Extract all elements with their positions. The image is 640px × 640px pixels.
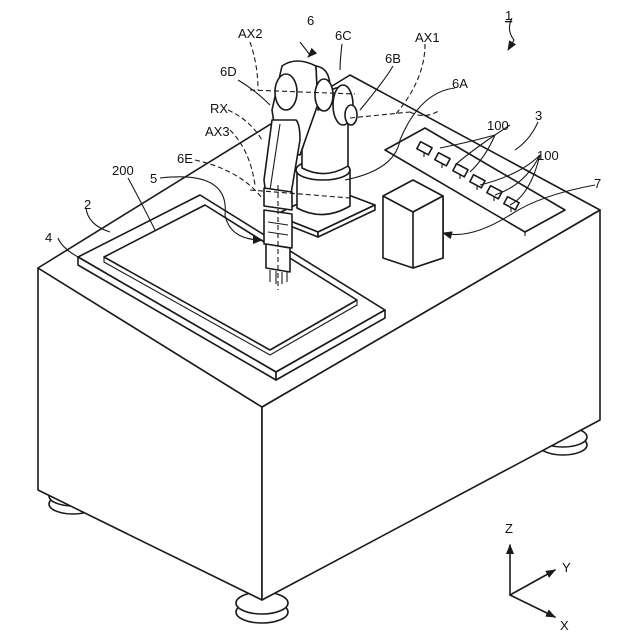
- label-7: 7: [594, 176, 601, 191]
- label-rx: RX: [210, 101, 228, 116]
- label-6d: 6D: [220, 64, 237, 79]
- label-100-a: 100: [487, 118, 509, 133]
- label-4: 4: [45, 230, 52, 245]
- label-5: 5: [150, 171, 157, 186]
- label-robot: 6: [307, 13, 314, 28]
- label-fig-number: 1: [505, 8, 512, 23]
- label-2: 2: [84, 197, 91, 212]
- label-200: 200: [112, 163, 134, 178]
- x-axis-label: X: [560, 618, 569, 633]
- x-axis-arrow: [510, 595, 555, 617]
- label-3: 3: [535, 108, 542, 123]
- label-ax3: AX3: [205, 124, 230, 139]
- y-axis-label: Y: [562, 560, 571, 575]
- label-6a: 6A: [452, 76, 468, 91]
- label-6c: 6C: [335, 28, 352, 43]
- label-100-b: 100: [537, 148, 559, 163]
- label-6b: 6B: [385, 51, 401, 66]
- y-axis-arrow: [510, 570, 555, 595]
- z-axis-label: Z: [505, 521, 513, 536]
- robot-elbow: [315, 79, 333, 111]
- coordinate-axes: Z Y X: [505, 521, 571, 633]
- label-ax1: AX1: [415, 30, 440, 45]
- control-box: [383, 180, 443, 268]
- label-6e: 6E: [177, 151, 193, 166]
- label-ax2: AX2: [238, 26, 263, 41]
